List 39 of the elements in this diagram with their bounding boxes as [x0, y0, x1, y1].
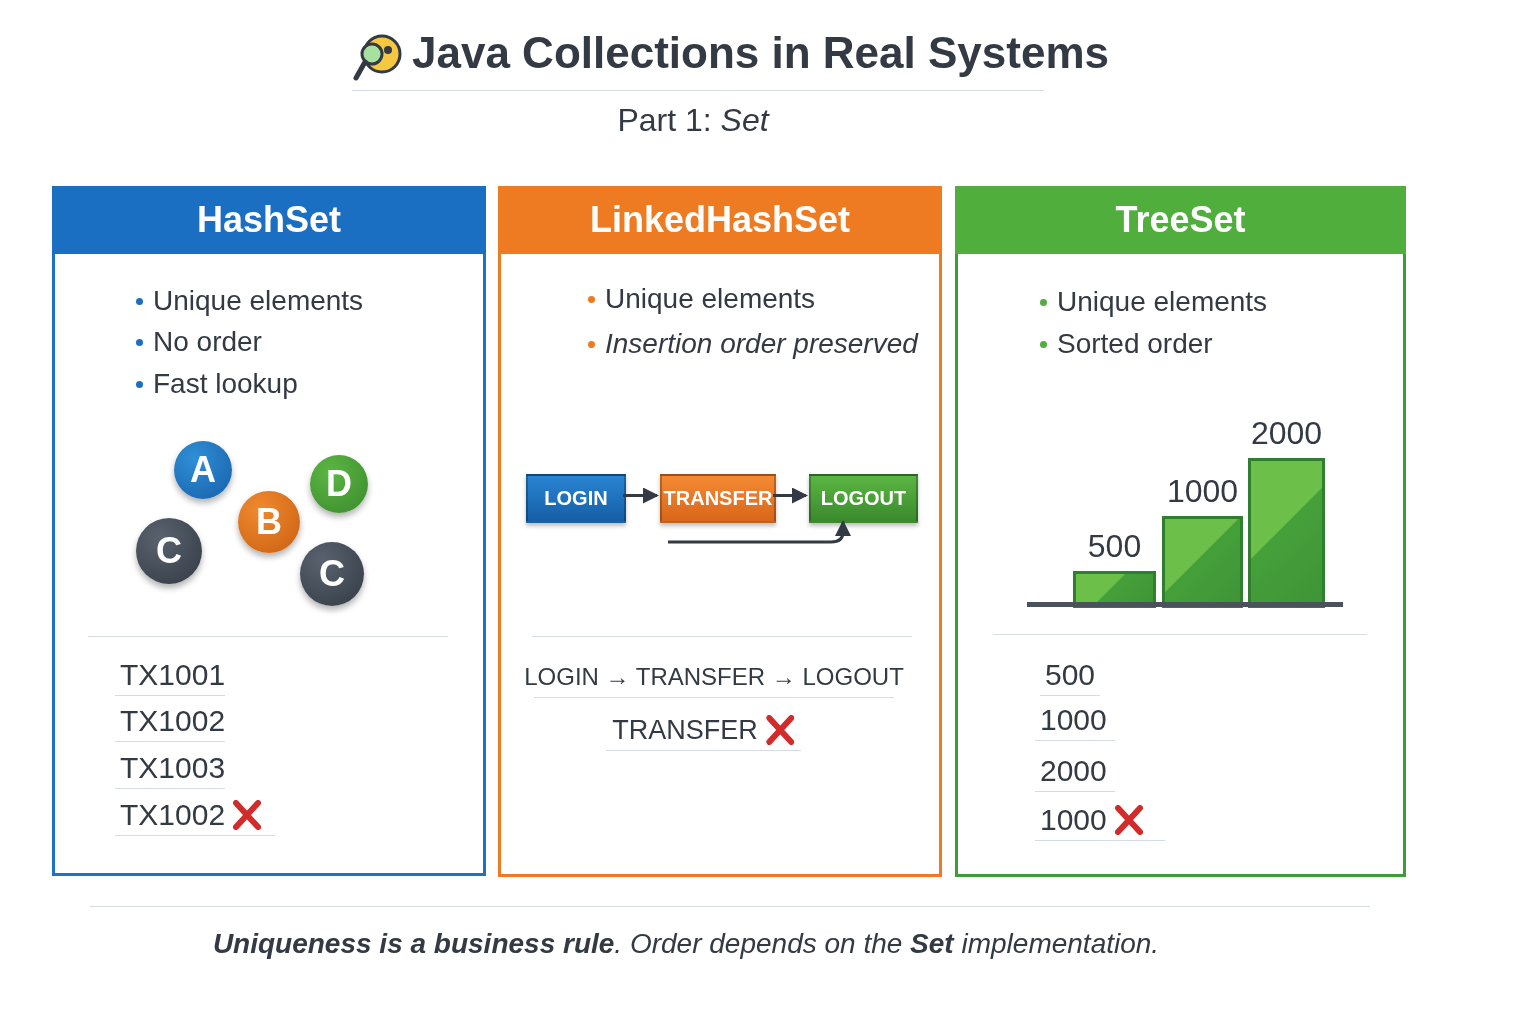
bullet-item: Unique elements — [1057, 286, 1268, 318]
letter-circle: A — [174, 441, 232, 499]
bullet-item: Unique elements — [605, 283, 816, 315]
bar-value: 500 — [1086, 527, 1143, 565]
list-item: TRANSFER — [612, 714, 758, 747]
arrow — [623, 487, 659, 504]
bullet-item: No order — [153, 326, 262, 358]
list-item: 1000 — [1040, 802, 1107, 838]
panel-header: TreeSet — [955, 186, 1406, 254]
list-item: 1000 — [1040, 702, 1107, 738]
letter-circle: B — [238, 491, 300, 553]
list-item: TX1002 — [120, 703, 226, 739]
list-item: 500 — [1045, 657, 1096, 693]
bullet-item: Unique elements — [153, 285, 364, 317]
bullet-item: Fast lookup — [153, 368, 298, 400]
list-item: 2000 — [1040, 753, 1107, 789]
card-panel — [955, 186, 1406, 877]
list-item: TX1001 — [120, 657, 226, 693]
list-item: TX1002 — [120, 797, 226, 833]
letter-circle: C — [300, 542, 364, 606]
title: Java Collections in Real Systems — [412, 28, 1109, 78]
bullet-item: Insertion order preserved — [605, 328, 918, 360]
process-box: LOGIN — [526, 474, 626, 523]
card-panel — [52, 186, 486, 876]
caption: Uniqueness is a business rule. Order depends on the Set implementation. — [212, 928, 1160, 960]
letter-circle: C — [136, 518, 202, 584]
process-box: LOGOUT — [809, 474, 918, 523]
bullet-item: Sorted order — [1057, 328, 1213, 360]
card-panel — [498, 186, 942, 877]
bar-value: 2000 — [1249, 414, 1324, 452]
arrow — [773, 487, 808, 504]
panel-header: LinkedHashSet — [498, 186, 942, 254]
list-item: TX1003 — [120, 750, 226, 786]
panel-header: HashSet — [52, 186, 486, 254]
list-item: LOGIN → TRANSFER → LOGOUT — [524, 662, 904, 692]
process-box: TRANSFER — [660, 474, 776, 523]
bar-value: 1000 — [1165, 472, 1240, 510]
subtitle: Part 1: Set — [617, 102, 769, 138]
letter-circle: D — [310, 455, 368, 513]
